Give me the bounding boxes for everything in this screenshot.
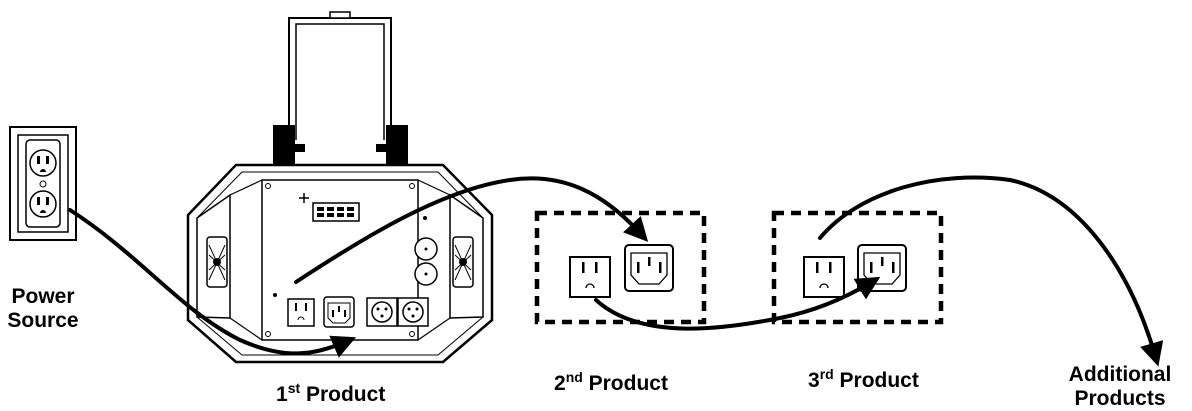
second-product-ordinal: nd bbox=[565, 369, 583, 385]
second-product-label: 2nd Product bbox=[554, 369, 668, 396]
power-out-socket-icon bbox=[569, 256, 611, 298]
additional-products-label: Additional Products bbox=[1050, 363, 1190, 411]
power-source-label-line1: Power bbox=[11, 285, 75, 308]
cable-source-to-first bbox=[68, 208, 357, 358]
first-product-text: Product bbox=[300, 383, 386, 406]
first-product-label: 1st Product bbox=[276, 380, 386, 407]
cable-third-to-additional bbox=[818, 175, 1164, 367]
third-product-ordinal: rd bbox=[819, 366, 834, 382]
fan-icon bbox=[452, 236, 474, 288]
xlr-connector-icon bbox=[397, 297, 429, 327]
fan-icon bbox=[206, 236, 228, 288]
power-in-socket-icon bbox=[323, 296, 355, 328]
xlr-connector-icon bbox=[366, 297, 398, 327]
second-product-text: Product bbox=[582, 372, 668, 395]
second-product-box bbox=[534, 210, 707, 325]
power-in-socket-icon bbox=[624, 244, 674, 292]
second-product-number: 2 bbox=[554, 372, 566, 395]
wall-outlet-icon bbox=[9, 126, 77, 241]
third-product-text: Product bbox=[833, 369, 919, 392]
additional-products-label-line2: Products bbox=[1074, 387, 1166, 410]
power-out-socket-icon bbox=[803, 256, 845, 298]
third-product-label: 3rd Product bbox=[808, 366, 919, 393]
first-product-ordinal: st bbox=[287, 380, 301, 396]
power-source-label: Power Source bbox=[0, 285, 86, 333]
additional-products-label-line1: Additional bbox=[1068, 363, 1172, 386]
arrow-icon bbox=[68, 175, 1164, 367]
third-product-number: 3 bbox=[808, 369, 820, 392]
power-source-label-line2: Source bbox=[7, 309, 79, 332]
cable-second-to-third bbox=[594, 276, 881, 331]
cable-first-to-second bbox=[294, 176, 649, 284]
third-product-box bbox=[771, 210, 944, 325]
control-panel bbox=[299, 193, 438, 286]
first-product-number: 1 bbox=[276, 383, 288, 406]
power-out-socket-icon bbox=[287, 298, 315, 327]
